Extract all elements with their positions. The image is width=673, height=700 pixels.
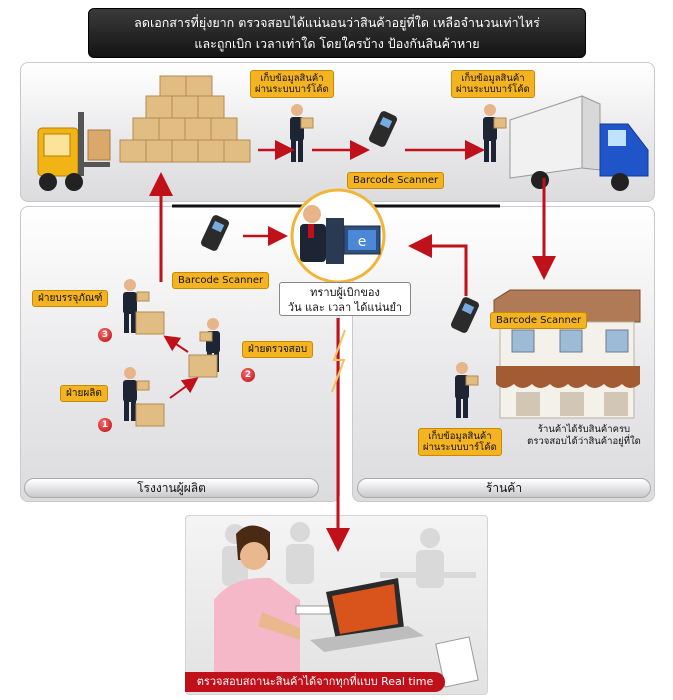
checkout-info-line-1: ทราบผู้เบิกของ bbox=[310, 286, 380, 299]
worker-icon-packaging bbox=[123, 279, 150, 333]
worker-icon-top-1 bbox=[290, 104, 314, 162]
store-received-note: ร้านค้าได้รับสินค้าครบ ตรวจสอบได้ว่าสินค… bbox=[520, 424, 648, 448]
barcode-scanner-icon-store bbox=[450, 297, 480, 333]
box-icon-inspection bbox=[188, 354, 218, 378]
barcode-scanner-label-center: Barcode Scanner bbox=[172, 272, 270, 289]
realtime-tracking-label: ตรวจสอบสถานะสินค้าได้จากทุกที่แบบ Real t… bbox=[185, 672, 445, 692]
svg-text:e: e bbox=[358, 234, 367, 250]
box-icon-production bbox=[135, 403, 165, 427]
step-badge-1: 1 bbox=[98, 418, 112, 432]
collect-data-tag-store: เก็บข้อมูลสินค้า ผ่านระบบบาร์โค้ด bbox=[418, 428, 502, 456]
worker-icon-production bbox=[123, 367, 150, 421]
banner-line-2: และถูกเบิก เวลาเท่าใด โดยใครบ้าง ป้องกัน… bbox=[194, 36, 480, 51]
collect-data-tag-top-1: เก็บข้อมูลสินค้า ผ่านระบบบาร์โค้ด bbox=[250, 70, 334, 98]
forklift-icon bbox=[37, 112, 111, 191]
banner-line-1: ลดเอกสารที่ยุ่งยาก ตรวจสอบได้แน่นอนว่าสิ… bbox=[134, 15, 540, 30]
barcode-scanner-label-top: Barcode Scanner bbox=[347, 172, 445, 189]
step-badge-2: 2 bbox=[241, 368, 255, 382]
step-badge-3: 3 bbox=[98, 328, 112, 342]
collect-data-tag-top-2: เก็บข้อมูลสินค้า ผ่านระบบบาร์โค้ด bbox=[451, 70, 535, 98]
store-section-title: ร้านค้า bbox=[357, 478, 651, 498]
factory-section-title: โรงงานผู้ผลิต bbox=[24, 478, 319, 498]
inspection-department-label: ฝ่ายตรวจสอบ bbox=[242, 341, 314, 358]
barcode-scanner-label-store: Barcode Scanner bbox=[490, 312, 588, 329]
checkout-info-box: ทราบผู้เบิกของ วัน และ เวลา ได้แน่นยำ bbox=[279, 282, 411, 316]
box-icon-packaging bbox=[135, 311, 165, 335]
delivery-truck-icon bbox=[509, 95, 649, 191]
collect-tag-store-line-1: เก็บข้อมูลสินค้า bbox=[428, 431, 492, 442]
production-department-label: ฝ่ายผลิต bbox=[60, 385, 108, 402]
store-note-line-2: ตรวจสอบได้ว่าสินค้าอยู่ที่ใด bbox=[527, 436, 641, 447]
collect-tag-top-1-line-1: เก็บข้อมูลสินค้า bbox=[260, 73, 324, 84]
collect-tag-top-2-line-2: ผ่านระบบบาร์โค้ด bbox=[456, 84, 530, 95]
worker-icon-store bbox=[455, 362, 479, 418]
store-note-line-1: ร้านค้าได้รับสินค้าครบ bbox=[537, 424, 631, 435]
central-server-icon: e bbox=[290, 188, 386, 284]
collect-tag-top-2-line-1: เก็บข้อมูลสินค้า bbox=[461, 73, 525, 84]
header-banner: ลดเอกสารที่ยุ่งยาก ตรวจสอบได้แน่นอนว่าสิ… bbox=[88, 8, 586, 58]
barcode-scanner-icon-top bbox=[368, 111, 398, 147]
worker-icon-top-2 bbox=[483, 104, 507, 162]
collect-tag-top-1-line-2: ผ่านระบบบาร์โค้ด bbox=[255, 84, 329, 95]
store-building-icon bbox=[493, 289, 641, 419]
checkout-info-line-2: วัน และ เวลา ได้แน่นยำ bbox=[287, 301, 403, 314]
packaging-department-label: ฝ่ายบรรจุภัณฑ์ bbox=[32, 290, 109, 307]
office-scene-icon bbox=[214, 522, 479, 688]
boxes-pile-icon bbox=[119, 75, 251, 163]
barcode-scanner-icon-center bbox=[200, 215, 230, 251]
collect-tag-store-line-2: ผ่านระบบบาร์โค้ด bbox=[423, 442, 497, 453]
